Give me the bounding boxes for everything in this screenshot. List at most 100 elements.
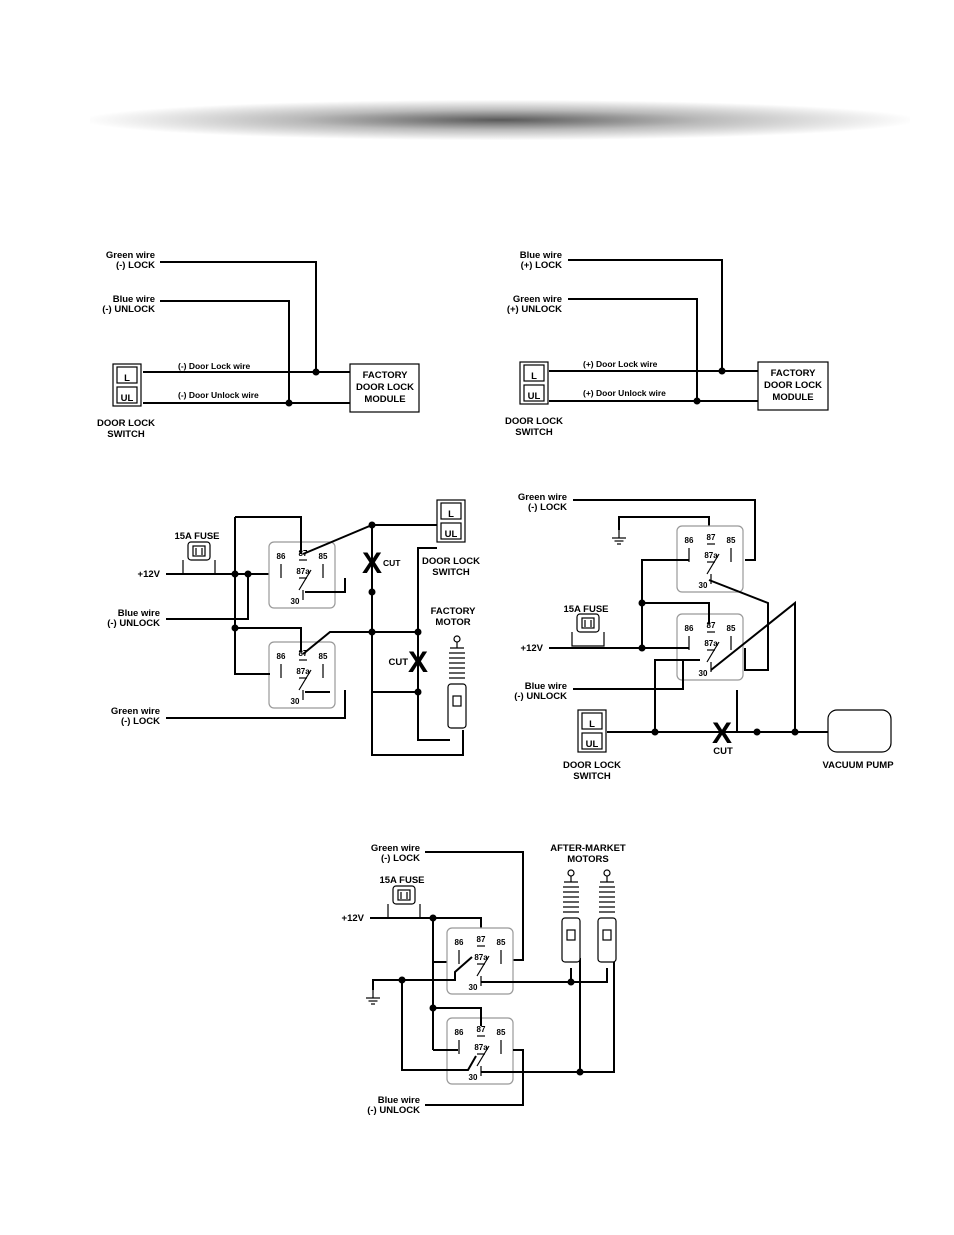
d4-splice-a — [638, 599, 646, 607]
d2-unlock-wire-label: (+) Door Unlock wire — [583, 388, 666, 398]
relay-6-pin-87: 87 — [477, 1025, 486, 1034]
relay-4-pin-86: 86 — [685, 624, 694, 633]
relay-2-pin-87: 87 — [299, 649, 308, 658]
d3-switch-l: L — [448, 509, 454, 520]
d5-fuse-label: 15A FUSE — [379, 875, 424, 886]
diagram-5: Green wire (-) LOCK 15A FUSE +12V AFTER-… — [342, 843, 626, 1116]
d2-switch-label: DOOR LOCK — [505, 416, 563, 427]
d2-unlock-label: (+) UNLOCK — [507, 304, 562, 315]
relay-6-pin-86: 86 — [455, 1028, 464, 1037]
d3-splice-e — [368, 588, 376, 596]
d4-door-lock-switch: L UL — [577, 709, 607, 753]
d4-lock-label: (-) LOCK — [528, 502, 567, 513]
d4-cut-x: X — [712, 717, 732, 750]
d3-switch-ul: UL — [445, 529, 458, 540]
d2-switch-label-2: SWITCH — [515, 427, 553, 438]
d2-module-text-1: FACTORY — [771, 368, 817, 379]
d3-splice-h — [414, 688, 422, 696]
d4-switch-ul: UL — [586, 739, 599, 750]
d2-splice-lock — [718, 367, 726, 375]
d4-ground-icon — [611, 529, 627, 545]
d1-module-text-2: DOOR LOCK — [356, 382, 414, 393]
d1-unlock-label: (-) UNLOCK — [102, 304, 155, 315]
relay-6-pin-87a: 87a — [474, 1043, 488, 1052]
relay-5-pin-87: 87 — [477, 935, 486, 944]
d5-motors-label-2: MOTORS — [567, 854, 609, 865]
relay-4-pin-87a: 87a — [704, 639, 718, 648]
d3-splice-f — [368, 628, 376, 636]
d1-module-text-1: FACTORY — [363, 370, 409, 381]
d2-lock-label: (+) LOCK — [521, 260, 563, 271]
d3-factory-motor-icon — [447, 635, 467, 729]
d4-fuse-label: 15A FUSE — [563, 604, 608, 615]
relay-5-pin-85: 85 — [497, 938, 506, 947]
d2-green-wire-label: Green wire — [513, 294, 562, 305]
d5-ground-icon — [365, 989, 381, 1005]
relay-1-pin-85: 85 — [319, 552, 328, 561]
d2-module-text-3: MODULE — [772, 392, 813, 403]
d1-switch-ul: UL — [121, 393, 134, 404]
d5-splice-e — [576, 1068, 584, 1076]
d4-blue-wire-label: Blue wire — [525, 681, 567, 692]
d1-factory-module — [349, 363, 420, 413]
relay-1-pin-87a: 87a — [296, 567, 310, 576]
relay-5-pin-87a: 87a — [474, 953, 488, 962]
d4-switch-l: L — [589, 719, 595, 730]
d4-unlock-label: (-) UNLOCK — [514, 691, 567, 702]
d3-cut-label-1: CUT — [383, 558, 401, 568]
relay-3-pin-86: 86 — [685, 536, 694, 545]
d4-green-wire-label: Green wire — [518, 492, 567, 503]
d5-motors-label: AFTER-MARKET — [550, 843, 626, 854]
d5-green-wire-label: Green wire — [371, 843, 420, 854]
d3-motor-label: FACTORY — [431, 606, 477, 617]
d4-splice-b — [638, 644, 646, 652]
d3-splice-g — [414, 628, 422, 636]
d5-splice-d — [567, 978, 575, 986]
d3-splice-d — [368, 521, 376, 529]
d3-blue-wire-label: Blue wire — [118, 608, 160, 619]
d2-splice-unlock — [693, 397, 701, 405]
d3-switch-label-2: SWITCH — [432, 567, 470, 578]
d1-switch-label-2: SWITCH — [107, 429, 145, 440]
diagram-2: Blue wire (+) LOCK Green wire (+) UNLOCK… — [505, 250, 829, 438]
d4-splice-e — [791, 728, 799, 736]
d3-fuse-icon — [182, 541, 216, 575]
header-banner — [90, 100, 910, 140]
d1-green-wire-label: Green wire — [106, 250, 155, 261]
d1-lock-label: (-) LOCK — [116, 260, 155, 271]
relay-2-pin-86: 86 — [277, 652, 286, 661]
relay-4-pin-87: 87 — [707, 621, 716, 630]
d1-door-lock-switch: L UL — [112, 363, 142, 407]
relay-4-pin-85: 85 — [727, 624, 736, 633]
d4-splice-d — [753, 728, 761, 736]
d2-switch-l: L — [531, 371, 537, 382]
relay-1-pin-86: 86 — [277, 552, 286, 561]
d3-splice-c — [244, 570, 252, 578]
d5-unlock-label: (-) UNLOCK — [367, 1105, 420, 1116]
d4-fuse-icon — [571, 613, 605, 647]
relay-1-pin-87: 87 — [299, 549, 308, 558]
d3-splice-a — [231, 570, 239, 578]
diagram-3: 15A FUSE +12V X CUT X CUT — [107, 499, 480, 756]
d1-switch-label: DOOR LOCK — [97, 418, 155, 429]
d3-green-wire-label: Green wire — [111, 706, 160, 717]
d5-lock-label: (-) LOCK — [381, 853, 420, 864]
d4-plus12-label: +12V — [521, 643, 544, 654]
d3-door-lock-switch: L UL — [436, 499, 466, 543]
relay-4-pin-30: 30 — [699, 669, 708, 678]
d4-vacuum-pump-label: VACUUM PUMP — [822, 760, 894, 771]
d3-splice-b — [231, 624, 239, 632]
d3-cut-x-2: X — [408, 646, 428, 679]
relay-2-pin-30: 30 — [291, 697, 300, 706]
d4-switch-label-2: SWITCH — [573, 771, 611, 782]
d3-lock-label: (-) LOCK — [121, 716, 160, 727]
d2-switch-ul: UL — [528, 391, 541, 402]
d2-lock-wire-label: (+) Door Lock wire — [583, 359, 658, 369]
relay-3-pin-87: 87 — [707, 533, 716, 542]
d4-switch-label: DOOR LOCK — [563, 760, 621, 771]
d3-fuse-label: 15A FUSE — [174, 531, 219, 542]
relay-1-pin-30: 30 — [291, 597, 300, 606]
d4-splice-c — [651, 728, 659, 736]
